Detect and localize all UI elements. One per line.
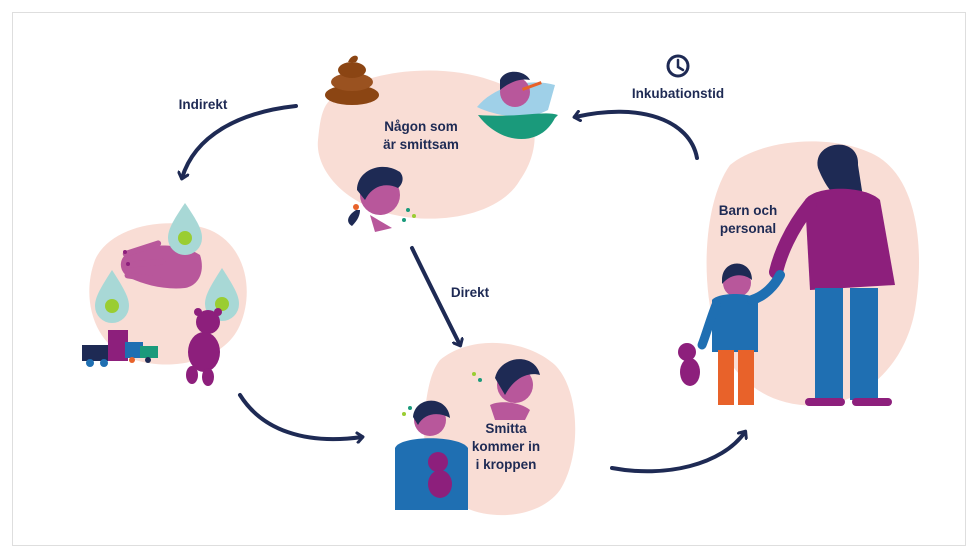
entry-label-line1: Smitta bbox=[485, 421, 527, 436]
adult-woman-figure bbox=[769, 144, 895, 406]
host-label-line2: personal bbox=[720, 221, 776, 236]
small-teddy-bear-icon bbox=[678, 343, 700, 386]
poop-icon bbox=[325, 55, 379, 105]
incubation-arrow bbox=[575, 109, 699, 160]
entry-label-line3: i kroppen bbox=[476, 457, 537, 472]
teddy-bear-icon bbox=[186, 308, 222, 386]
coughing-person-figure bbox=[472, 359, 540, 420]
direct-arrow bbox=[410, 246, 460, 345]
source-label-line2: är smittsam bbox=[383, 137, 459, 152]
indirect-to-entry-arrow bbox=[238, 393, 362, 439]
diagram-frame bbox=[12, 12, 966, 546]
toy-truck-icon bbox=[82, 330, 158, 367]
indirect-arrow bbox=[182, 104, 298, 178]
germ-drop-icon bbox=[95, 203, 239, 323]
clock-icon bbox=[666, 54, 690, 78]
incubation-label: Inkubationstid bbox=[632, 86, 724, 101]
indirect-label: Indirekt bbox=[179, 97, 228, 112]
entry-label-line2: kommer in bbox=[472, 439, 540, 454]
direct-label: Direkt bbox=[451, 285, 490, 300]
sneezing-girl-figure bbox=[348, 166, 416, 232]
host-label-line1: Barn och bbox=[719, 203, 778, 218]
entry-to-host-arrow bbox=[610, 432, 745, 474]
child-figure bbox=[697, 263, 785, 405]
contaminated-hand-figure bbox=[120, 240, 202, 289]
sick-person-figure bbox=[477, 71, 558, 140]
source-label-line1: Någon som bbox=[384, 119, 458, 134]
child-with-teddy-figure bbox=[395, 400, 468, 510]
